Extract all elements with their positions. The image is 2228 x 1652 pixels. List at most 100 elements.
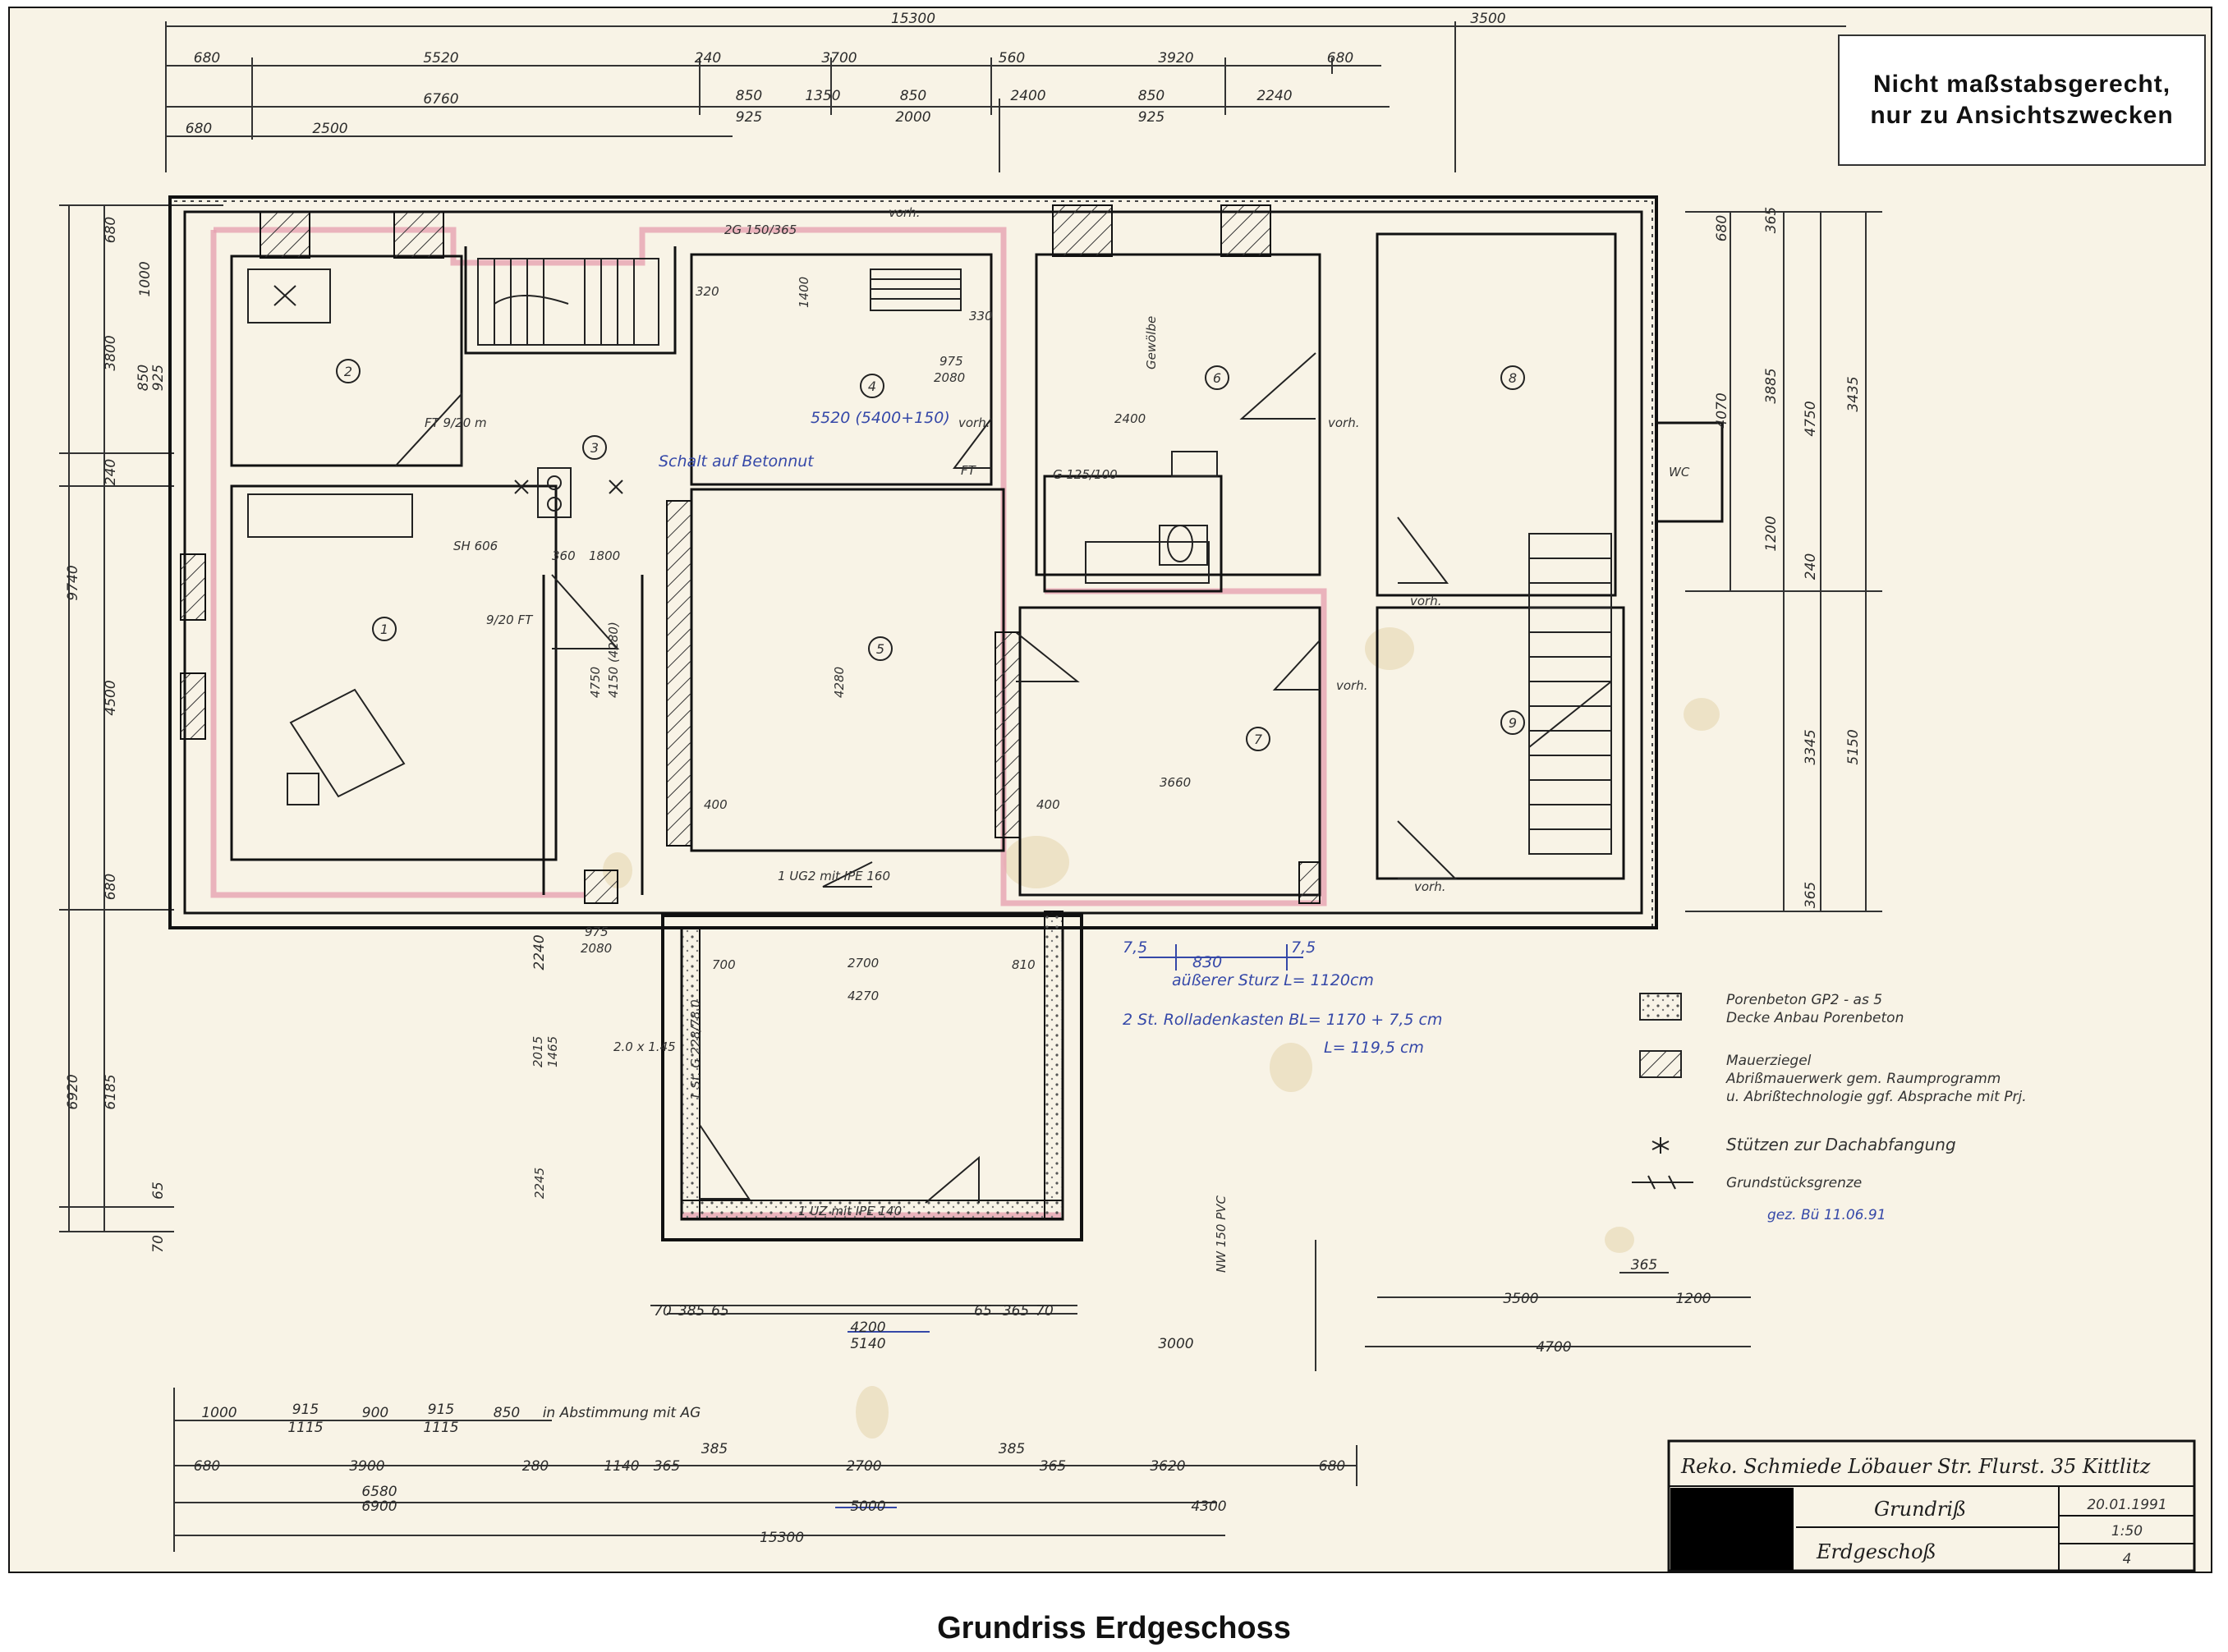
label-uz: 1 UZ mit IPE 140 [798, 1204, 902, 1218]
interior-walls [230, 232, 1625, 897]
label-gewoelbe: Gewölbe [1144, 316, 1159, 369]
dim-b-70-b: 70 [1036, 1303, 1054, 1319]
room-3-number: 3 [590, 440, 599, 456]
dim-5520: 5520 [423, 50, 458, 67]
dim-b-385-a: 385 [701, 1441, 728, 1457]
title-scale: 1:50 [2111, 1523, 2143, 1540]
label-700: 700 [712, 957, 736, 972]
label-nw150: NW 150 PVC [1214, 1195, 1229, 1273]
dim-b-900: 900 [362, 1405, 388, 1421]
label-2400: 2400 [1114, 411, 1146, 426]
room-2-number: 2 [344, 364, 352, 379]
label-400-b: 400 [1036, 797, 1060, 812]
dim-left-680: 680 [103, 217, 119, 243]
legend: Porenbeton GP2 - as 5 Decke Anbau Porenb… [1632, 992, 2027, 1223]
label-1465: 1465 [545, 1036, 560, 1067]
dim-b-70-a: 70 [654, 1303, 672, 1319]
dim-850-a: 850 [736, 88, 762, 104]
dim-right-3345: 3345 [1803, 729, 1819, 764]
title-sheet-no: 4 [2123, 1551, 2132, 1567]
label-2080-b: 2080 [581, 941, 612, 956]
dim-right-3435: 3435 [1845, 376, 1862, 411]
legend-mauer-2: Abrißmauerwerk gem. Raumprogramm [1725, 1071, 2001, 1087]
room-markers [336, 359, 1525, 751]
dim-b-680-b: 680 [1319, 1458, 1345, 1475]
legend-mauer-3: u. Abrißtechnologie ggf. Absprache mit P… [1726, 1089, 2027, 1105]
dim-3920: 3920 [1158, 50, 1193, 67]
dim-b-2700: 2700 [846, 1458, 881, 1475]
title-date: 20.01.1991 [2087, 1497, 2166, 1513]
label-4280: 4280 [832, 667, 847, 698]
dim-3700: 3700 [821, 50, 857, 67]
dim-right-5150: 5150 [1845, 729, 1862, 764]
masonry-hatch [180, 204, 1321, 904]
label-810: 810 [1012, 957, 1036, 972]
dim-right-365-b: 365 [1803, 882, 1819, 908]
steps-room4 [870, 268, 962, 311]
dim-b-3620: 3620 [1150, 1458, 1185, 1475]
note-sturz: aüßerer Sturz L= 1120cm [1172, 971, 1374, 989]
dim-right-365: 365 [1763, 207, 1780, 233]
label-vorh-3: vorh. [1328, 415, 1360, 430]
dim-b-1115-a: 1115 [287, 1420, 323, 1436]
label-2080: 2080 [934, 370, 965, 385]
room-1-number: 1 [380, 622, 388, 637]
dim-b-915-b: 915 [428, 1402, 454, 1418]
dim-15300: 15300 [891, 11, 935, 27]
dim-left-850: 850 [136, 365, 152, 391]
label-320: 320 [696, 284, 719, 299]
drawing-sheet: 1 2 3 4 5 6 7 8 9 15300 3500 680 5520 24… [8, 7, 2212, 1573]
dim-b-4700: 4700 [1536, 1339, 1571, 1356]
dim-2240: 2240 [1256, 88, 1292, 104]
dim-b-280: 280 [522, 1458, 549, 1475]
label-4270: 4270 [848, 989, 879, 1003]
dim-680-b: 680 [1327, 50, 1353, 67]
dim-b-365-a: 365 [654, 1458, 680, 1475]
dim-1350: 1350 [805, 88, 840, 104]
dim-b-915-a: 915 [292, 1402, 319, 1418]
label-4750: 4750 [588, 667, 603, 698]
dim-left-2240: 2240 [531, 934, 548, 970]
label-g228: 1 St. G 228/78.0 [688, 999, 703, 1100]
dim-b-3900: 3900 [349, 1458, 384, 1475]
dim-b-1200: 1200 [1675, 1291, 1711, 1307]
legend-stuetzen: Stützen zur Dachabfangung [1726, 1135, 1956, 1154]
dim-b-365-c: 365 [1631, 1257, 1657, 1273]
legend-grenze: Grundstücksgrenze [1726, 1175, 1862, 1191]
label-ug2: 1 UG2 mit IPE 160 [778, 869, 890, 883]
dim-b-850: 850 [494, 1405, 520, 1421]
label-ft-920-b: 9/20 FT [486, 613, 534, 627]
dim-b-4300: 4300 [1191, 1498, 1226, 1515]
room-5-number: 5 [876, 641, 884, 657]
dim-b-5140: 5140 [850, 1336, 885, 1352]
dim-left-4500: 4500 [103, 680, 119, 715]
blue-markings [835, 944, 1303, 1508]
wc-annex [1655, 421, 1724, 523]
label-1800: 1800 [589, 548, 620, 563]
column-markers [514, 480, 623, 494]
insulation-outline [214, 227, 1327, 906]
dim-560: 560 [999, 50, 1025, 67]
label-2700: 2700 [848, 956, 879, 971]
dim-6760: 6760 [423, 91, 458, 108]
floor-plan: 1 2 3 4 5 6 7 8 9 15300 3500 680 5520 24… [59, 11, 2196, 1572]
dim-b-5000: 5000 [850, 1498, 885, 1515]
label-vorh-4: vorh. [1410, 594, 1442, 608]
dim-left-6185: 6185 [103, 1074, 119, 1109]
dim-right-4750: 4750 [1803, 401, 1819, 436]
dim-left-65: 65 [150, 1182, 167, 1200]
dim-right-4070: 4070 [1714, 392, 1730, 428]
legend-mauer-swatch [1639, 1050, 1682, 1078]
note-l1195: L= 119,5 cm [1324, 1039, 1424, 1057]
dimension-chains-top [165, 21, 1846, 172]
label-g125: G 125/100 [1053, 467, 1118, 482]
dim-left-925: 925 [150, 365, 167, 391]
label-400-a: 400 [704, 797, 728, 812]
room-6-number: 6 [1213, 370, 1221, 386]
title-block: Reko. Schmiede Löbauer Str. Flurst. 35 K… [1667, 1439, 2196, 1572]
dim-680-c: 680 [186, 121, 212, 137]
label-330: 330 [969, 309, 993, 324]
note-schalt: Schalt auf Betonnut [659, 452, 815, 470]
dim-b-6580: 6580 [361, 1484, 397, 1500]
disclaimer-line-2: nur zu Ansichtszwecken [1870, 102, 2174, 129]
